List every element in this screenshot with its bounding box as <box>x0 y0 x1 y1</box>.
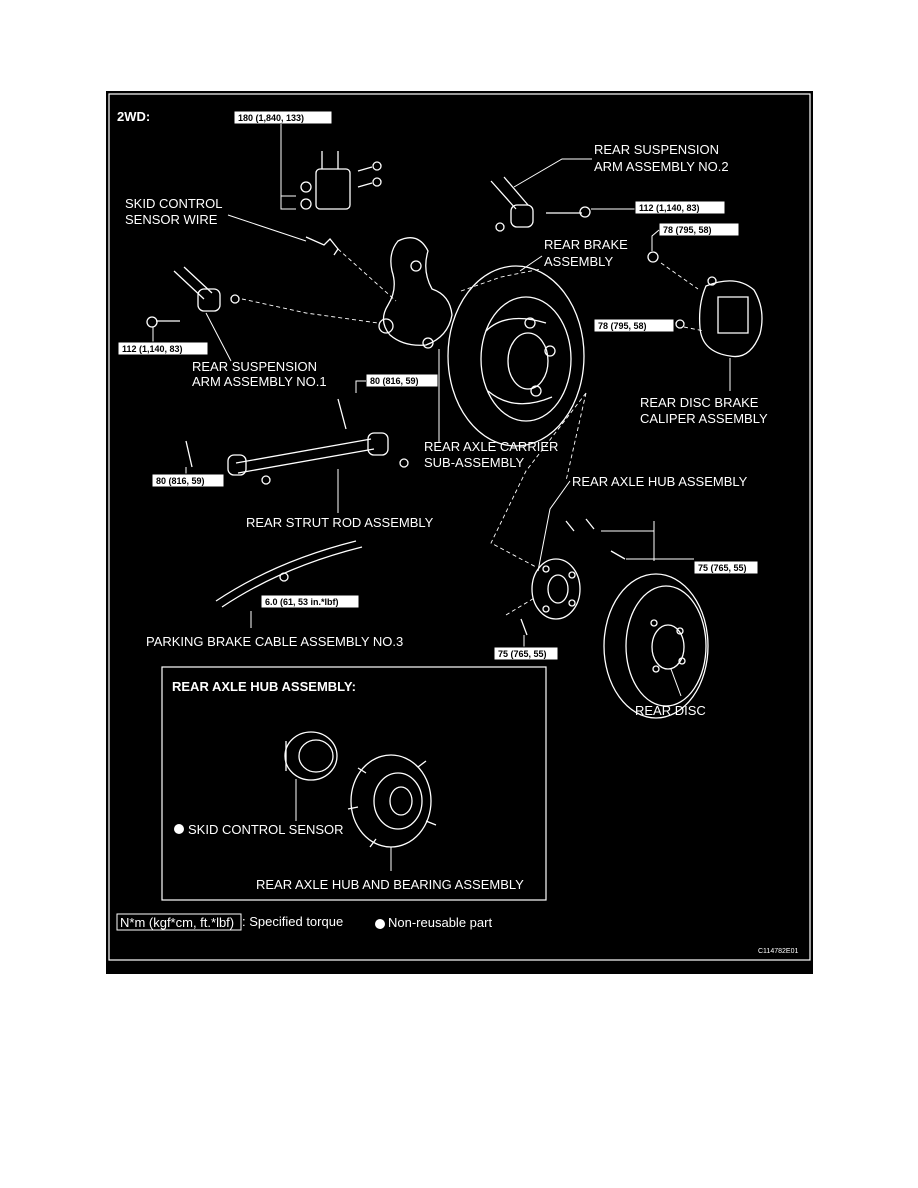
inset-skid-control-sensor: SKID CONTROL SENSOR <box>188 822 344 837</box>
label-rear-suspension-arm-no2-line2: ARM ASSEMBLY NO.2 <box>594 159 729 174</box>
inset-hub-bearing: REAR AXLE HUB AND BEARING ASSEMBLY <box>256 877 524 892</box>
rear-axle-exploded-diagram: 2WD: 180 (1,840, 133) SKID CONTROL SENSO… <box>106 91 813 974</box>
caliper-bolt-upper <box>647 251 659 263</box>
svg-text:75 (765, 55): 75 (765, 55) <box>698 563 747 573</box>
svg-text:78 (795, 58): 78 (795, 58) <box>663 225 712 235</box>
torque-6: 6.0 (61, 53 in.*lbf) <box>260 594 360 609</box>
label-rear-axle-carrier-line2: SUB-ASSEMBLY <box>424 455 525 470</box>
legend-nonreusable: Non-reusable part <box>388 915 492 930</box>
svg-text:75 (765, 55): 75 (765, 55) <box>498 649 547 659</box>
label-rear-suspension-arm-no1-line2: ARM ASSEMBLY NO.1 <box>192 374 327 389</box>
svg-text:6.0 (61, 53 in.*lbf): 6.0 (61, 53 in.*lbf) <box>265 597 339 607</box>
label-rear-axle-carrier: REAR AXLE CARRIER <box>424 439 558 454</box>
rear-disc-part <box>603 573 709 719</box>
label-skid-control-sensor-wire: SKID CONTROL <box>125 196 223 211</box>
hub-bolts-upper <box>565 518 626 560</box>
strut-rod-bolt-lower <box>185 440 193 468</box>
variant-label: 2WD: <box>117 109 150 124</box>
rear-strut-rod-part <box>227 432 409 485</box>
inset-box <box>161 666 547 901</box>
label-rear-disc: REAR DISC <box>635 703 706 718</box>
label-rear-suspension-arm-no2: REAR SUSPENSION <box>594 142 719 157</box>
label-rear-brake-assembly: REAR BRAKE <box>544 237 628 252</box>
figure-id: C114782E01 <box>758 948 798 955</box>
label-rear-disc-brake-caliper-line2: CALIPER ASSEMBLY <box>640 411 768 426</box>
torque-80-lower: 80 (816, 59) <box>151 473 225 488</box>
legend-nonreusable-dot <box>375 919 385 929</box>
caliper-bolt-lower <box>675 319 685 329</box>
torque-180: 180 (1,840, 133) <box>233 110 333 125</box>
skid-control-sensor-part <box>284 731 338 781</box>
torque-75-lower: 75 (765, 55) <box>493 646 559 661</box>
svg-text:180 (1,840, 133): 180 (1,840, 133) <box>238 113 304 123</box>
label-rear-strut-rod: REAR STRUT ROD ASSEMBLY <box>246 515 434 530</box>
hub-bolt-lower <box>520 618 528 636</box>
torque-78-top: 78 (795, 58) <box>658 222 740 237</box>
upper-mount-bracket <box>300 151 382 210</box>
label-rear-suspension-arm-no1: REAR SUSPENSION <box>192 359 317 374</box>
svg-text:112 (1,140, 83): 112 (1,140, 83) <box>639 203 700 213</box>
sensor-wire-clip <box>305 236 339 256</box>
torque-75-right: 75 (765, 55) <box>693 560 759 575</box>
label-parking-brake-cable: PARKING BRAKE CABLE ASSEMBLY NO.3 <box>146 634 403 649</box>
torque-78-mid: 78 (795, 58) <box>593 318 675 333</box>
legend-torque-desc: : Specified torque <box>242 914 343 929</box>
rear-brake-backing-plate <box>447 265 585 447</box>
svg-text:78 (795, 58): 78 (795, 58) <box>598 321 647 331</box>
svg-text:80 (816, 59): 80 (816, 59) <box>370 376 419 386</box>
strut-rod-bolt-upper <box>337 398 347 430</box>
torque-112-arm2: 112 (1,140, 83) <box>634 200 726 215</box>
label-rear-axle-hub-assembly: REAR AXLE HUB ASSEMBLY <box>572 474 748 489</box>
parking-brake-cable-part <box>215 540 363 608</box>
label-rear-disc-brake-caliper: REAR DISC BRAKE <box>640 395 759 410</box>
label-skid-control-sensor-wire-line2: SENSOR WIRE <box>125 212 218 227</box>
label-rear-brake-assembly-line2: ASSEMBLY <box>544 254 613 269</box>
nonreusable-dot-skid-sensor <box>174 824 184 834</box>
torque-112-arm1: 112 (1,140, 83) <box>117 341 209 356</box>
outer-frame <box>108 93 811 961</box>
rear-suspension-arm-no2-part <box>490 176 591 232</box>
rear-axle-hub-part <box>531 558 581 620</box>
rear-suspension-arm-no1-part <box>146 266 240 328</box>
legend-torque-unit: N*m (kgf*cm, ft.*lbf) <box>120 915 234 930</box>
torque-80-upper: 80 (816, 59) <box>365 373 439 388</box>
svg-text:80 (816, 59): 80 (816, 59) <box>156 476 205 486</box>
rear-disc-brake-caliper-part <box>698 276 763 358</box>
rear-axle-carrier-part <box>378 237 453 349</box>
legend-torque-box <box>116 913 242 931</box>
inset-title: REAR AXLE HUB ASSEMBLY: <box>172 679 356 694</box>
svg-text:112 (1,140, 83): 112 (1,140, 83) <box>122 344 183 354</box>
